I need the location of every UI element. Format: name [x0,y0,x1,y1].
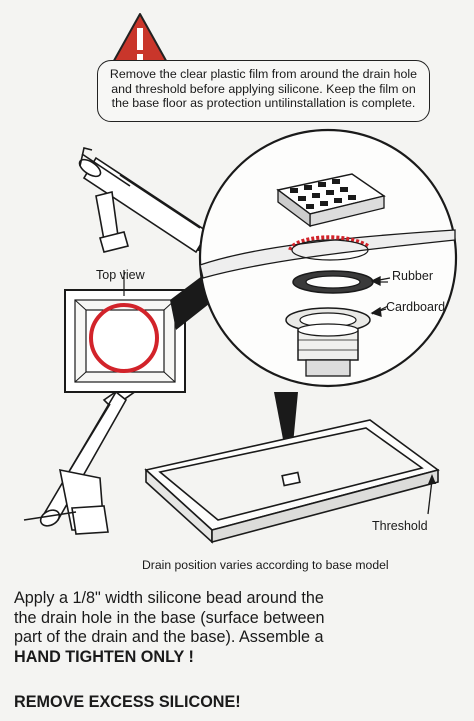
threshold-arrow [427,474,436,515]
warning-triangle-icon [110,13,170,67]
hand-tighten-warning: HAND TIGHTEN ONLY ! [14,647,194,666]
instruction-line-1: Apply a 1/8" width silicone bead around … [14,589,324,607]
instruction-line-2: the drain hole in the base (surface betw… [14,608,325,627]
rubber-label: Rubber [392,269,433,283]
label-arrows [370,275,391,317]
warning-box: Remove the clear plastic film from aroun… [97,60,430,122]
caulk-gun-bottom [23,367,162,535]
cardboard-label: Cardboard [386,300,446,314]
drain-detail-circle [198,128,458,388]
instruction-text: Apply a 1/8" width silicone bead around … [14,589,474,667]
threshold-label: Threshold [372,519,428,533]
remove-excess-warning: REMOVE EXCESS SILICONE! [14,693,241,711]
top-view-inset [64,270,186,393]
instruction-line-3: part of the drain and the base). Assembl… [14,628,324,646]
top-view-label: Top view [96,268,145,282]
installation-illustration [23,13,458,544]
warning-text: Remove the clear plastic film from aroun… [109,67,418,110]
drain-caption: Drain position varies according to base … [142,558,389,572]
shower-base [144,419,440,544]
